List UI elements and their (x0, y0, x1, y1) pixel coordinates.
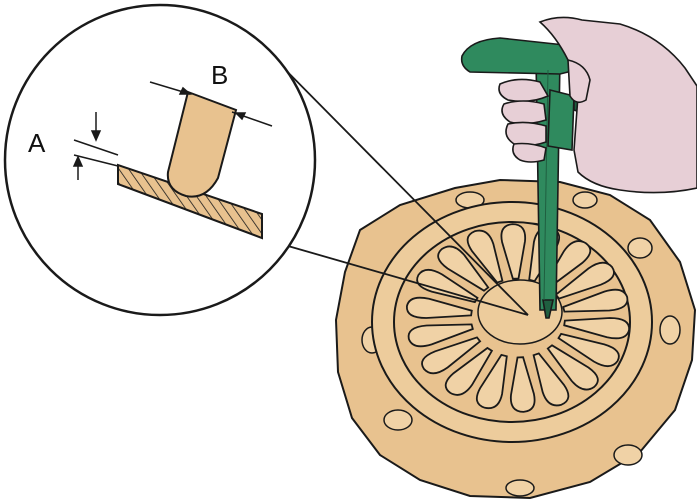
dimension-a (72, 112, 119, 180)
hand-finger-1 (498, 78, 550, 103)
caliper-rod-section (166, 90, 238, 198)
diaphragm-finger (509, 356, 536, 413)
diaphragm-finger (557, 332, 620, 368)
hand-finger-4 (512, 142, 547, 163)
dimension-b (149, 81, 273, 127)
diaphragm-finger (407, 323, 474, 348)
diaphragm-finger (405, 296, 473, 319)
diaphragm-finger (554, 261, 615, 300)
label-a: A (28, 128, 46, 158)
hand-icon (498, 16, 697, 194)
flange-tabs (361, 191, 681, 497)
diaphragm-finger (421, 336, 482, 375)
diaphragm-finger (416, 268, 479, 304)
caliper-depth-rod (542, 299, 554, 319)
callout-leader-lines (251, 35, 529, 316)
diaphragm-finger (532, 352, 570, 407)
diaphragm-finger (437, 245, 490, 292)
hand-finger-3 (505, 121, 547, 147)
diaphragm-finger (444, 346, 494, 396)
diaphragm-finger (475, 353, 508, 410)
diaphragm-finger (500, 223, 527, 280)
hand-finger-2 (501, 100, 547, 125)
label-b: B (211, 60, 229, 90)
caliper-slider (547, 88, 575, 151)
diaphragm-finger (466, 229, 504, 284)
diaphragm-finger (546, 344, 599, 391)
hand-thumb (567, 58, 591, 104)
diaphragm-spring-fingers (405, 223, 631, 413)
diaphragm-finger (562, 288, 629, 313)
finger-section-hatched (117, 163, 263, 240)
detail-callout-circle (3, 3, 317, 317)
clutch-cover (334, 178, 697, 500)
diaphragm-finger (563, 317, 631, 340)
